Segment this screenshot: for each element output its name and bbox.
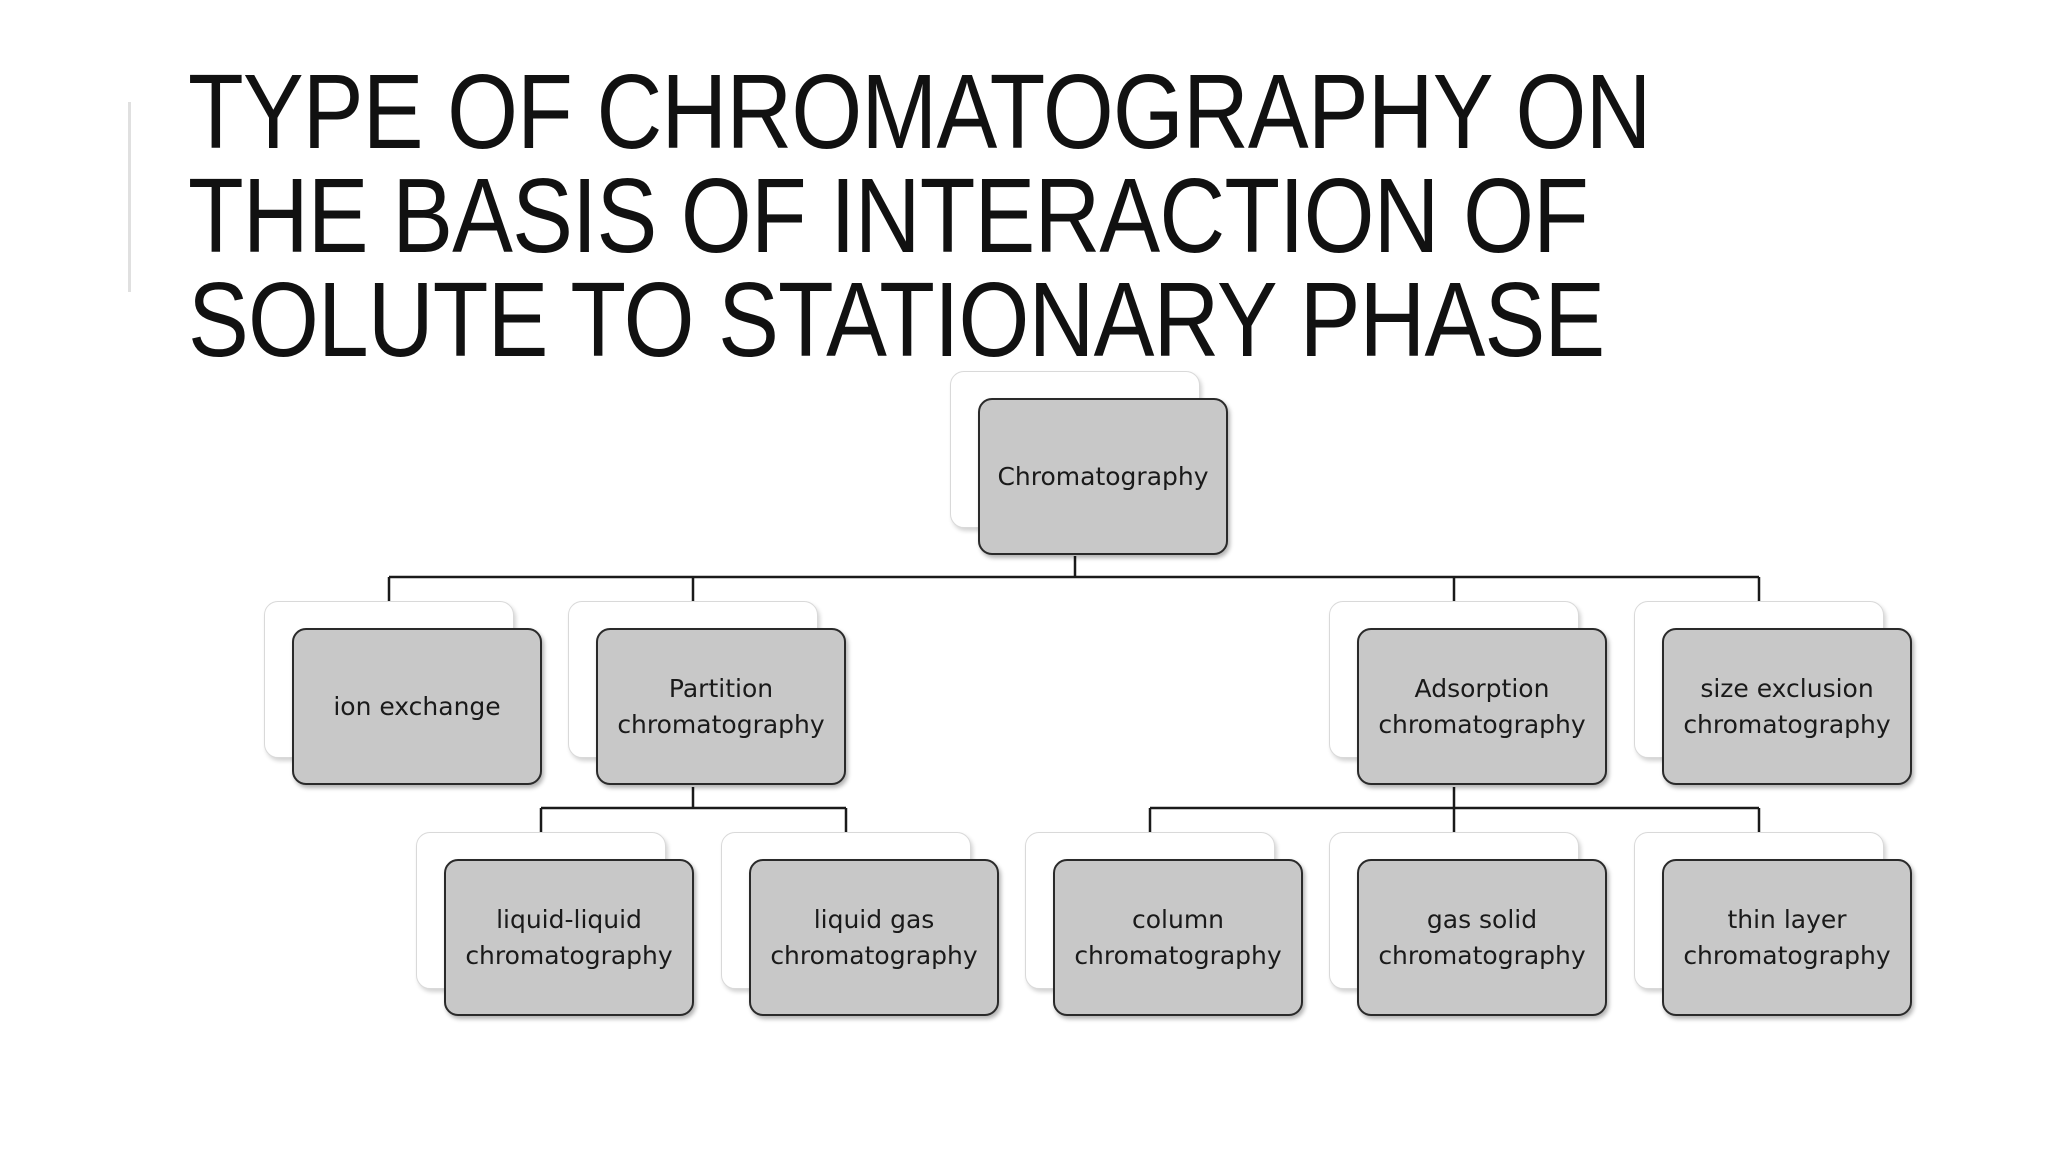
node-label: liquid gas chromatography [770, 904, 978, 970]
node-thin-layer-chromatography: thin layer chromatography [1634, 832, 1912, 1016]
node-label: column chromatography [1074, 904, 1282, 970]
node-label: Chromatography [997, 461, 1209, 491]
node-chromatography: Chromatography [950, 371, 1228, 555]
node-front-card: column chromatography [1053, 859, 1303, 1016]
node-size-exclusion-chromatography: size exclusion chromatography [1634, 601, 1912, 785]
title-accent-bar [128, 102, 131, 292]
node-adsorption-chromatography: Adsorption chromatography [1329, 601, 1607, 785]
node-liquid-gas-chromatography: liquid gas chromatography [721, 832, 999, 1016]
node-front-card: Partition chromatography [596, 628, 846, 785]
node-front-card: gas solid chromatography [1357, 859, 1607, 1016]
node-front-card: liquid gas chromatography [749, 859, 999, 1016]
slide-title: TYPE OF CHROMATOGRAPHY ON THE BASIS OF I… [188, 53, 1651, 379]
node-front-card: Adsorption chromatography [1357, 628, 1607, 785]
node-ion-exchange: ion exchange [264, 601, 542, 785]
node-label: Adsorption chromatography [1378, 673, 1586, 739]
title-line-2: THE BASIS OF INTERACTION OF [188, 157, 1589, 275]
node-label: ion exchange [333, 691, 501, 721]
node-front-card: thin layer chromatography [1662, 859, 1912, 1016]
node-front-card: Chromatography [978, 398, 1228, 555]
node-label: liquid-liquid chromatography [465, 904, 673, 970]
node-partition-chromatography: Partition chromatography [568, 601, 846, 785]
node-front-card: liquid-liquid chromatography [444, 859, 694, 1016]
node-liquid-liquid-chromatography: liquid-liquid chromatography [416, 832, 694, 1016]
node-label: thin layer chromatography [1683, 904, 1891, 970]
node-front-card: ion exchange [292, 628, 542, 785]
node-label: size exclusion chromatography [1683, 673, 1891, 739]
node-column-chromatography: column chromatography [1025, 832, 1303, 1016]
node-gas-solid-chromatography: gas solid chromatography [1329, 832, 1607, 1016]
title-line-3: SOLUTE TO STATIONARY PHASE [188, 261, 1605, 379]
node-front-card: size exclusion chromatography [1662, 628, 1912, 785]
node-label: gas solid chromatography [1378, 904, 1586, 970]
title-line-1: TYPE OF CHROMATOGRAPHY ON [188, 53, 1651, 171]
node-label: Partition chromatography [617, 673, 825, 739]
